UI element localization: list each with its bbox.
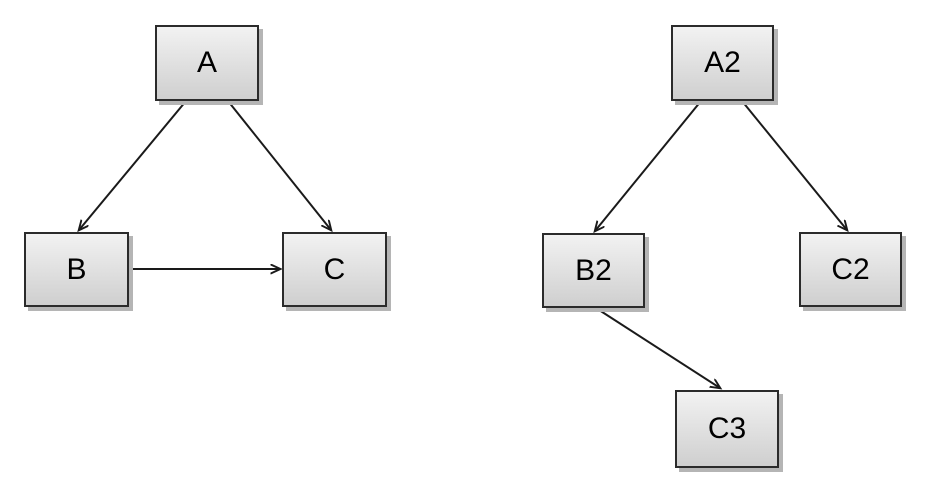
node-c3-label: C3	[707, 412, 747, 445]
node-b2-label: B2	[575, 253, 612, 287]
node-c-label: C	[323, 252, 346, 286]
edge-a-to-c	[227, 100, 331, 230]
node-c2-label: C2	[831, 252, 870, 286]
edge-b2-to-c3	[595, 307, 720, 388]
node-a-label: A	[196, 46, 217, 79]
edge-a2-to-c2	[741, 100, 847, 230]
node-b[interactable]: B	[24, 232, 129, 307]
edge-a-to-b	[79, 100, 187, 230]
node-c2[interactable]: C2	[799, 232, 902, 307]
edge-a2-to-b2	[595, 100, 702, 231]
node-a[interactable]: A	[155, 25, 259, 101]
node-b-label: B	[66, 252, 87, 286]
node-b2[interactable]: B2	[542, 233, 645, 308]
node-c[interactable]: C	[282, 232, 387, 307]
node-a2[interactable]: A2	[671, 25, 774, 101]
node-a2-label: A2	[704, 46, 741, 79]
node-c3[interactable]: C3	[675, 390, 779, 468]
